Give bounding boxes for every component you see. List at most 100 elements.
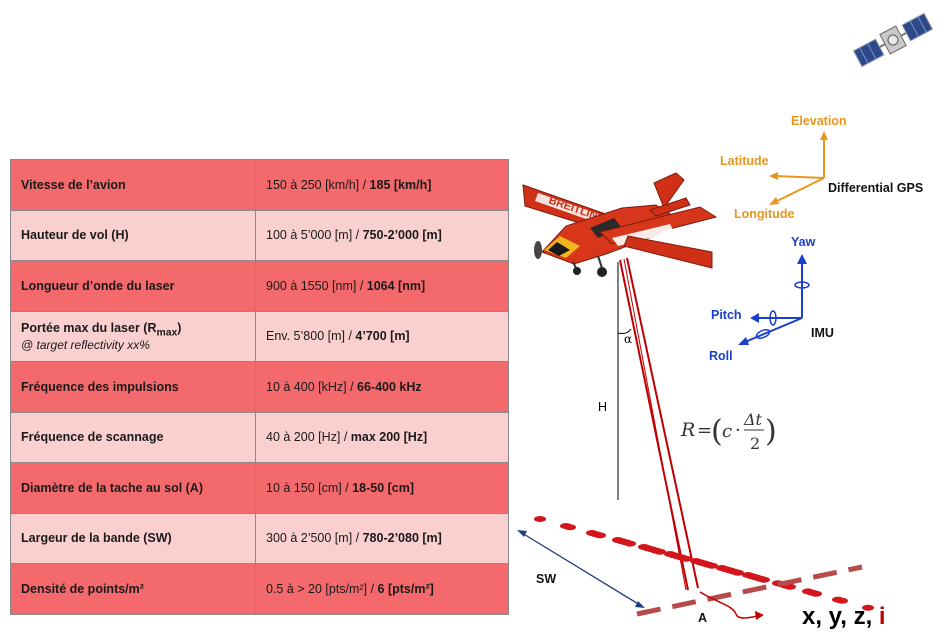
spec-value: 0.5 à > 20 [pts/m²] / 6 [pts/m²] [255,563,509,615]
imu-yaw-label: Yaw [791,235,816,249]
spec-label: Portée max du laser (Rmax)@ target refle… [10,310,256,362]
spec-row: Diamètre de la tache au sol (A) 10 à 150 … [10,462,509,514]
spec-label: Fréquence des impulsions [10,361,256,413]
spec-label-text: Portée max du laser (R [21,320,157,335]
spec-range: 300 à 2’500 [m] / [266,531,363,546]
spec-label-text: Vitesse de l’avion [21,177,126,192]
spec-value: 150 à 250 [km/h] / 185 [km/h] [255,159,509,211]
imu-axes: Yaw Pitch Roll IMU [709,235,834,363]
aircraft-illustration: BREITLING [522,172,718,277]
output-xyz: x, y, z, i [802,603,886,630]
spec-label-text: Fréquence des impulsions [21,379,179,394]
output-xyz-text: x, y, z, [802,603,879,630]
spec-label: Vitesse de l’avion [10,159,256,211]
imu-pitch-label: Pitch [711,308,742,322]
scan-point [638,544,650,550]
scan-point [690,558,702,564]
scan-point [802,588,814,595]
ground-track-line [636,564,863,617]
formula-r: R [680,419,695,441]
spec-row: Densité de points/m² 0.5 à > 20 [pts/m²] … [10,563,509,615]
spec-row: Hauteur de vol (H) 100 à 5’000 [m] / 750-… [10,209,509,261]
formula-equals: = [697,420,712,441]
formula-close-paren: ) [765,414,777,449]
gps-longitude-label: Longitude [734,207,794,221]
spec-label: Densité de points/m² [10,563,256,615]
imu-roll-label: Roll [709,349,733,363]
scan-point [560,523,572,529]
imu-title: IMU [811,326,834,340]
spec-range: 10 à 150 [cm] / [266,480,353,495]
spec-nominal: 66-400 kHz [357,379,422,394]
spec-row: Fréquence de scannage 40 à 200 [Hz] / max… [10,411,509,463]
spec-label: Largeur de la bande (SW) [10,512,256,564]
scan-point [716,565,728,571]
spec-range: 900 à 1550 [nm] / [266,278,367,293]
scan-point [586,530,598,536]
spec-row: Portée max du laser (Rmax)@ target refle… [10,310,509,362]
output-intensity: i [879,603,886,630]
spec-value: 900 à 1550 [nm] / 1064 [nm] [255,260,509,312]
scan-point [862,604,874,611]
spec-nominal: 185 [km/h] [369,177,432,192]
spec-nominal: 18-50 [cm] [352,480,415,495]
spec-row: Fréquence des impulsions 10 à 400 [kHz] /… [10,361,509,413]
nadir-line: α H [598,262,632,500]
spec-range: 100 à 5’000 [m] / [266,228,363,243]
spec-range: 0.5 à > 20 [pts/m²] / [266,581,378,596]
spec-range: Env. 5’800 [m] / [266,329,356,344]
scan-point [612,537,624,543]
spec-row: Vitesse de l’avion 150 à 250 [km/h] / 185… [10,159,509,211]
gps-latitude-label: Latitude [720,154,769,168]
spec-value: 10 à 400 [kHz] / 66-400 kHz [255,361,509,413]
gps-axes: Elevation Latitude Longitude Differentia… [720,114,923,221]
spec-label: Longueur d’onde du laser [10,260,256,312]
spec-value: 10 à 150 [cm] / 18-50 [cm] [255,462,509,514]
spec-value: Env. 5’800 [m] / 4’700 [m] [255,310,509,362]
spec-range: 10 à 400 [kHz] / [266,379,358,394]
range-formula: R = ( c · Δt 2 ) [680,410,777,453]
spec-label-text: Densité de points/m² [21,581,144,596]
spec-label-text: Longueur d’onde du laser [21,278,175,293]
swath-arrow: SW [517,530,645,608]
gps-elevation-label: Elevation [791,114,847,128]
spec-nominal: 4’700 [m] [355,329,410,344]
spec-row: Longueur d’onde du laser 900 à 1550 [nm] … [10,260,509,312]
spec-range: 40 à 200 [Hz] / [266,430,351,445]
scan-point [664,551,676,557]
spec-nominal: max 200 [Hz] [350,430,428,445]
spec-label: Hauteur de vol (H) [10,209,256,261]
spec-label-text: Hauteur de vol (H) [21,228,129,243]
laser-beams [619,257,699,591]
spec-value: 40 à 200 [Hz] / max 200 [Hz] [255,411,509,463]
scan-points [534,516,874,611]
scan-point [534,516,546,522]
satellite-icon [852,12,934,68]
spec-label-text: Fréquence de scannage [21,430,164,445]
spec-label-end: ) [177,320,182,335]
spec-nominal: 1064 [nm] [366,278,426,293]
spec-label-text: Diamètre de la tache au sol (A) [21,480,204,495]
spec-row: Largeur de la bande (SW) 300 à 2’500 [m] … [10,512,509,564]
formula-open-paren: ( [711,414,723,449]
scan-point [742,572,754,578]
scan-point [832,596,844,603]
spec-label-subscript: max [156,327,178,338]
spot-label: A [698,611,707,625]
spec-label-text: Largeur de la bande (SW) [21,531,172,546]
footprint-marker: A [698,591,764,625]
specification-table: Vitesse de l’avion 150 à 250 [km/h] / 185… [10,159,509,615]
spec-nominal: 750-2’000 [m] [362,228,442,243]
swath-label: SW [536,572,556,586]
formula-c: c [722,421,732,442]
spec-nominal: 780-2’080 [m] [362,531,442,546]
spec-range: 150 à 250 [km/h] / [266,177,370,192]
spec-label: Fréquence de scannage [10,411,256,463]
spec-value: 100 à 5’000 [m] / 750-2’000 [m] [255,209,509,261]
spec-label: Diamètre de la tache au sol (A) [10,462,256,514]
formula-denominator: 2 [750,434,760,453]
formula-numerator: Δt [743,410,763,429]
spec-nominal: 6 [pts/m²] [377,581,434,596]
formula-dot: · [735,420,741,441]
